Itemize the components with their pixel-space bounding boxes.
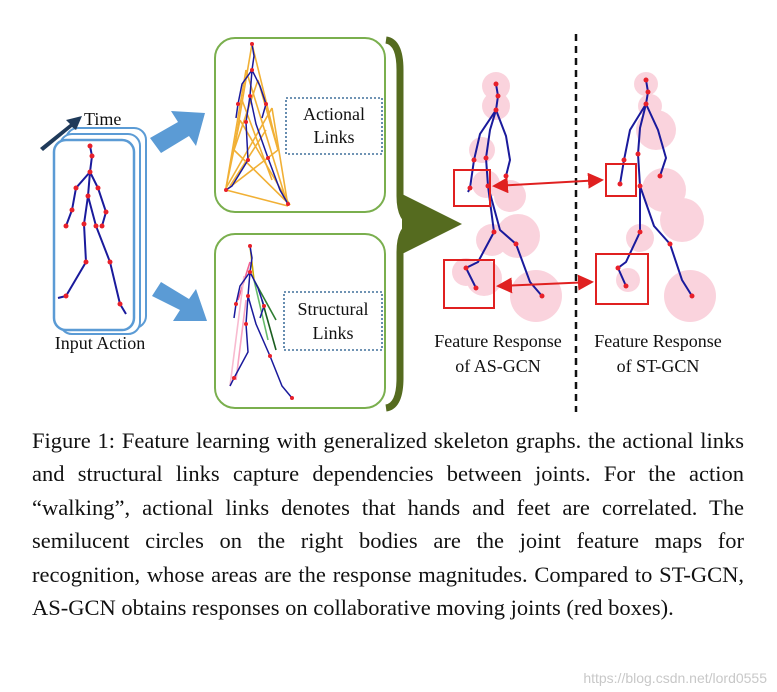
asgcn-foot-box [443, 259, 495, 309]
stgcn-foot-box [595, 253, 649, 305]
watermark: https://blog.csdn.net/lord0555 [583, 670, 767, 686]
brace-icon [385, 36, 427, 412]
arrow-to-structural-icon [152, 282, 207, 321]
caption-label: Figure 1: [32, 428, 116, 453]
asgcn-label-line1: Feature Response [434, 331, 561, 351]
asgcn-hand-box [453, 169, 491, 207]
stgcn-label-line1: Feature Response [594, 331, 721, 351]
stgcn-hand-box [605, 163, 637, 197]
actional-label-line1: Actional [303, 104, 365, 124]
figure-1-diagram: Time Input Action [40, 34, 722, 412]
input-action-stack [52, 127, 147, 335]
time-arrow-icon [40, 116, 82, 151]
stgcn-label-line2: of ST-GCN [617, 356, 700, 376]
structural-label-line2: Links [312, 323, 353, 343]
stgcn-response: Feature Response of ST-GCN [594, 72, 722, 376]
structural-label-line1: Structural [298, 299, 369, 319]
asgcn-label-line2: of AS-GCN [455, 356, 541, 376]
time-label: Time [84, 109, 121, 129]
structural-links-panel: Structural Links [214, 233, 386, 409]
actional-links-panel: Actional Links [214, 37, 386, 213]
hand-comparison-arrow-icon [492, 172, 604, 194]
figure-caption: Figure 1: Feature learning with generali… [32, 424, 744, 624]
arrow-to-actional-icon [150, 111, 205, 153]
caption-text: Feature learning with generalized skelet… [32, 428, 745, 621]
input-action-label: Input Action [55, 333, 146, 353]
input-skeleton [57, 145, 127, 315]
actional-label-line2: Links [313, 127, 354, 147]
foot-comparison-arrow-icon [496, 274, 594, 294]
asgcn-response: Feature Response of AS-GCN [434, 72, 562, 376]
